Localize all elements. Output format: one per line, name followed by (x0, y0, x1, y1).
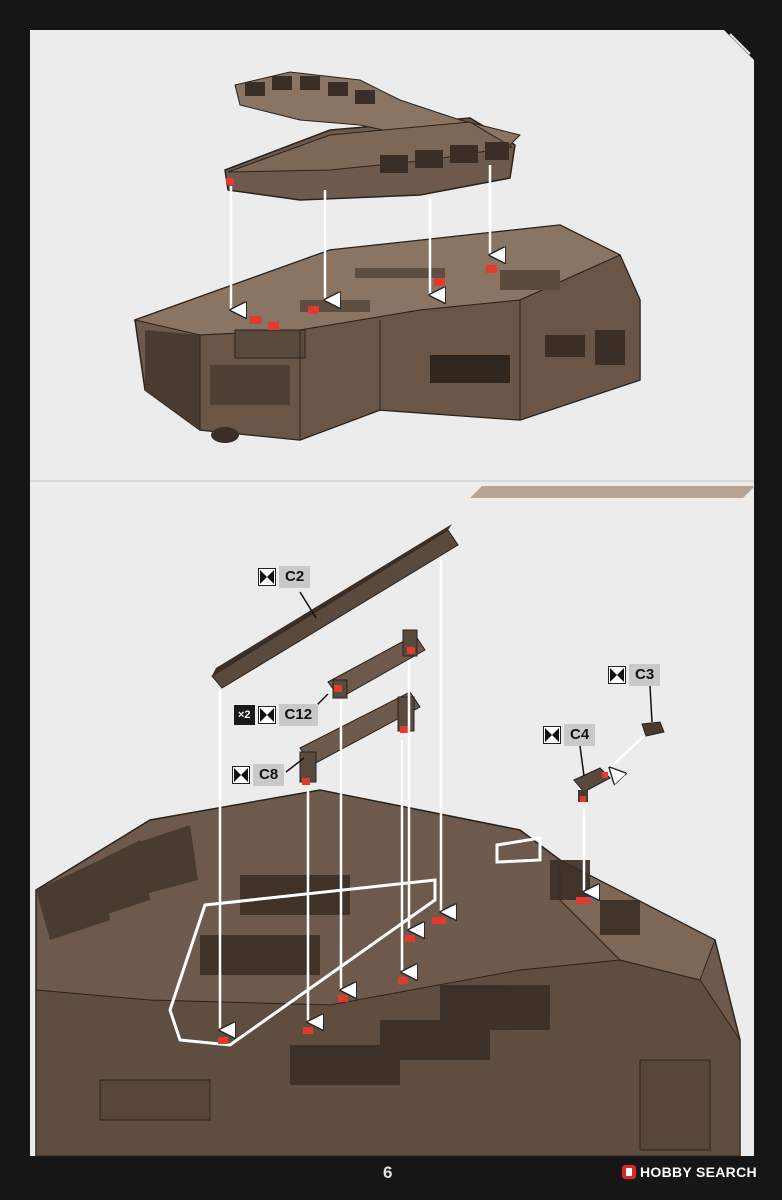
cut-marker-icon (608, 666, 626, 684)
part-label-c2: C2 (258, 566, 311, 588)
watermark-text: HOBBY SEARCH (640, 1164, 757, 1180)
hull-deck-closeup (35, 789, 741, 1157)
part-label-c4: C4 (543, 724, 596, 746)
watermark: HOBBY SEARCH (622, 1164, 757, 1180)
cut-marker-icon (258, 568, 276, 586)
part-c4 (573, 767, 611, 802)
part-code: C8 (253, 764, 285, 786)
top-pegs (250, 265, 497, 330)
hobby-search-logo-icon (622, 1165, 636, 1179)
part-code: C4 (564, 724, 596, 746)
upper-deck-module (224, 71, 521, 201)
part-c8-rail (299, 691, 421, 785)
cut-marker-icon (232, 766, 250, 784)
top-guide-arrows (231, 165, 490, 310)
step-divider (30, 480, 754, 482)
part-code: C12 (278, 704, 319, 726)
part-code: C2 (279, 566, 311, 588)
quantity-badge: ×2 (234, 705, 255, 725)
page-corner-marker (724, 30, 754, 60)
part-c12-rail (327, 629, 426, 699)
part-label-c8: C8 (232, 764, 285, 786)
part-label-c3: C3 (608, 664, 661, 686)
step-bar (470, 486, 755, 498)
part-code: C3 (629, 664, 661, 686)
part-c2-strip (211, 524, 459, 689)
part-c3 (641, 721, 665, 737)
cut-marker-icon (543, 726, 561, 744)
cut-marker-icon (257, 706, 276, 724)
part-label-c12: ×2 C12 (234, 704, 319, 726)
hull-base-assembly (133, 224, 641, 443)
bottom-guide-arrows (220, 560, 646, 1030)
page-number: 6 (383, 1163, 393, 1182)
